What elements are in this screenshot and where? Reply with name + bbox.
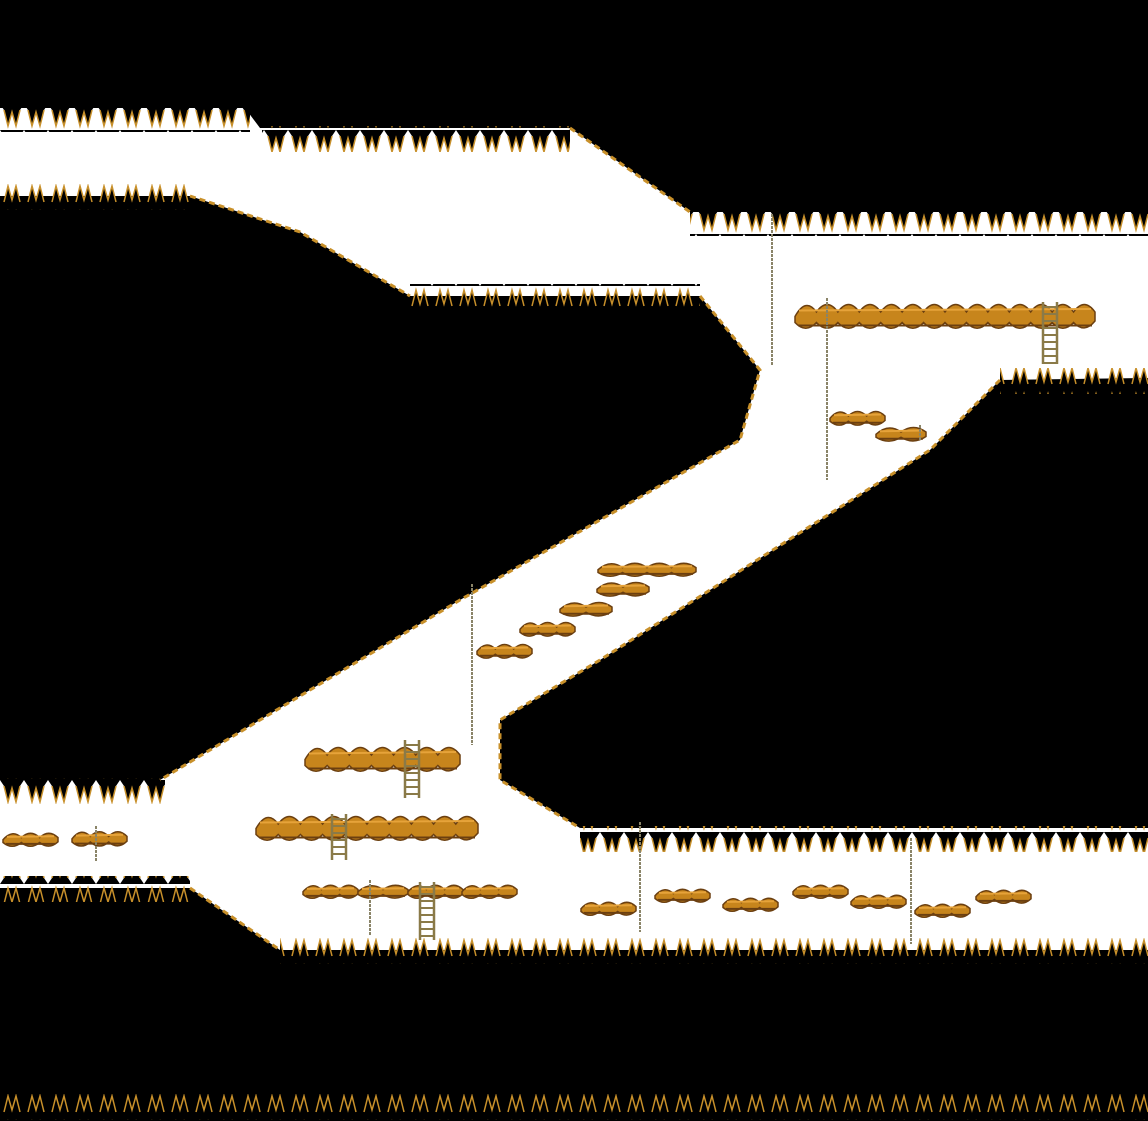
ceiling-edge-left-central — [0, 778, 165, 804]
right-central-rock — [500, 378, 1148, 828]
platform — [597, 562, 697, 577]
floor-edge-lower-left — [0, 876, 190, 902]
floor-edge-upper-left — [0, 184, 190, 210]
ceiling-edge-mid — [262, 126, 570, 152]
ladder — [418, 882, 436, 940]
platform — [407, 884, 464, 899]
floor-edge-right-central — [1000, 368, 1148, 394]
slope-edge-left-diag — [159, 295, 762, 782]
bottom-rock — [0, 888, 1148, 1121]
ladder — [330, 814, 348, 860]
slope-edge-right-diag — [498, 378, 1002, 830]
platform — [580, 901, 637, 916]
ladder — [1041, 302, 1059, 364]
ceiling-edge-lower-right — [580, 826, 1148, 852]
platform — [850, 894, 907, 909]
left-central-rock — [0, 196, 760, 780]
slope-edge-ceiling — [569, 126, 691, 214]
platform — [829, 410, 886, 426]
ladder — [403, 740, 421, 798]
platform — [559, 601, 613, 617]
ladders — [330, 302, 1059, 940]
floor-edge-bottom — [0, 1094, 1148, 1120]
slope-edge-bottom — [189, 886, 281, 952]
platform — [875, 426, 927, 442]
platform — [975, 889, 1032, 904]
platform — [461, 884, 518, 899]
platform — [722, 897, 779, 912]
platform — [71, 830, 128, 847]
platform — [357, 884, 409, 899]
upper-left-rock — [0, 0, 1148, 212]
platforms — [2, 303, 1096, 918]
slope-edge-upper — [189, 194, 411, 298]
platform — [794, 303, 1096, 329]
ceiling-edge-left — [0, 106, 250, 132]
platform — [654, 888, 711, 903]
ropes — [95, 214, 921, 944]
floor-edge-upper-mid — [410, 284, 700, 310]
platform — [302, 884, 359, 899]
platform — [596, 581, 650, 597]
platform — [914, 903, 971, 918]
rock-edges — [0, 106, 1148, 1120]
platform — [2, 832, 59, 847]
floor-edge-lower-main — [280, 938, 1148, 964]
platform — [792, 884, 849, 899]
platform — [519, 621, 576, 637]
platform — [304, 746, 461, 772]
ceiling-edge-right — [690, 210, 1148, 236]
platform — [255, 815, 479, 841]
platform — [476, 643, 533, 659]
